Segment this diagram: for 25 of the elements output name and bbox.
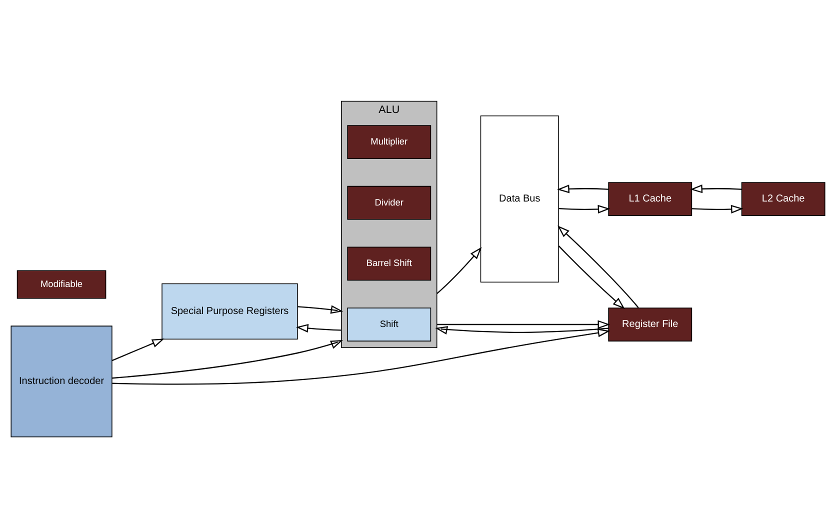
arrow <box>112 338 164 362</box>
node-box: Data Bus <box>480 115 559 283</box>
node-box: Register File <box>608 308 692 342</box>
arrow <box>296 324 342 333</box>
arrow <box>692 204 744 214</box>
arrow <box>558 204 610 214</box>
arrow <box>690 184 742 194</box>
node-box: L1 Cache <box>608 182 692 216</box>
arrow <box>298 305 344 314</box>
arrow <box>557 184 608 194</box>
node-box: Divider <box>347 186 432 220</box>
arrow <box>112 340 343 379</box>
legend-label: Modifiable <box>40 278 83 289</box>
arrow <box>436 247 482 294</box>
node-box: Special Purpose Registers <box>162 283 298 340</box>
arrow <box>435 326 609 335</box>
node-box: Multiplier <box>347 125 432 159</box>
arrow <box>436 320 610 329</box>
node-box: Instruction decoder <box>10 326 112 438</box>
arrow <box>557 226 639 308</box>
node-box: Barrel Shift <box>347 246 432 281</box>
arrow <box>112 328 610 385</box>
node-box: Shift <box>347 308 432 342</box>
node-box: L2 Cache <box>741 182 826 216</box>
arrow <box>558 246 625 310</box>
